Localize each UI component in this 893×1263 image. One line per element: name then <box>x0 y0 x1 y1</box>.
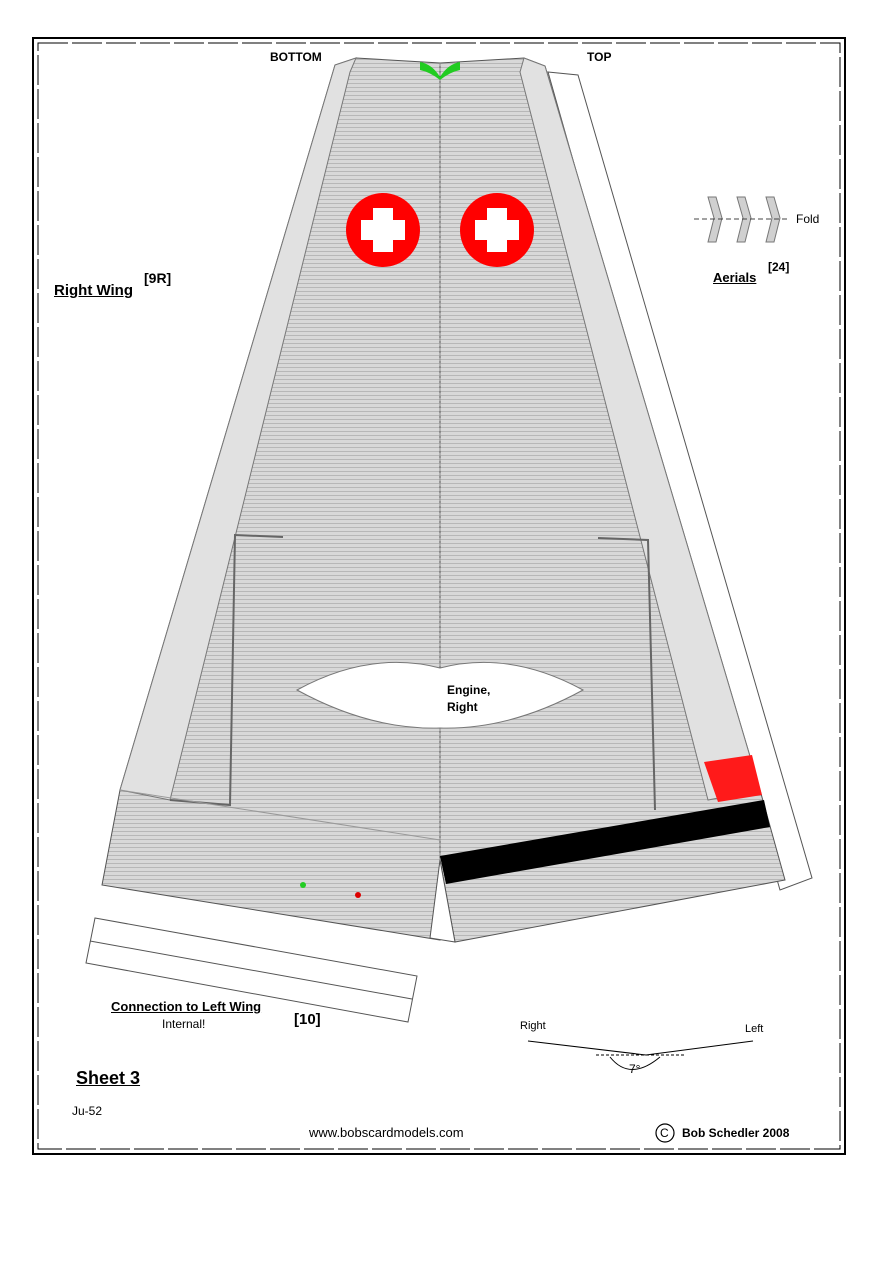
walkway-strip <box>440 800 770 884</box>
engine-cutout <box>295 661 585 729</box>
engine-label-line2: Right <box>447 700 478 714</box>
right-wing-part: [9R] <box>144 270 172 286</box>
dihedral-angle: 7° <box>629 1062 641 1076</box>
roundel-top <box>460 193 534 267</box>
page-border <box>32 37 846 1155</box>
fold-label: Fold <box>796 212 820 226</box>
dihedral-left: Left <box>745 1023 764 1035</box>
roundel-bottom <box>346 193 420 267</box>
leading-edge-band-bottom <box>119 57 357 801</box>
wingtip-green <box>420 62 460 80</box>
label-top: TOP <box>587 50 612 64</box>
engine-label-line1: Engine, <box>447 683 491 697</box>
website: www.bobscardmodels.com <box>309 1125 464 1140</box>
copyright: Bob Schedler 2008 <box>682 1126 790 1140</box>
connection-part: [10] <box>294 1011 321 1028</box>
aerials-part: [24] <box>768 260 790 274</box>
page-border-inner <box>37 42 841 1150</box>
green-marker-dot <box>300 882 306 888</box>
sheet-number: Sheet 3 <box>76 1068 141 1088</box>
dihedral-right: Right <box>520 1020 546 1032</box>
aerials-title: Aerials <box>713 270 757 285</box>
warning-panel <box>704 755 762 802</box>
aileron-outline-top <box>597 537 656 811</box>
copyright-symbol: C <box>660 1126 669 1140</box>
connection-title: Connection to Left Wing <box>111 999 262 1014</box>
dihedral-diagram <box>527 1040 754 1070</box>
red-marker-dot <box>355 892 361 898</box>
wing-bottom-half <box>101 57 441 941</box>
connection-note: Internal! <box>162 1017 206 1031</box>
right-wing-title: Right Wing <box>54 282 134 299</box>
model-name: Ju-52 <box>72 1104 103 1118</box>
copyright-circle <box>655 1123 675 1143</box>
label-bottom: BOTTOM <box>270 50 322 64</box>
